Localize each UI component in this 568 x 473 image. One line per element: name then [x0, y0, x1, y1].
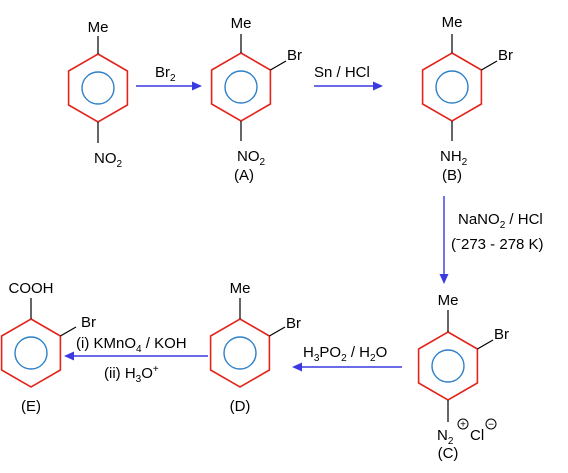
bromo-label: Br: [287, 47, 302, 64]
methyl-label: Me: [231, 15, 252, 32]
reagent-sodium-nitrite: NaNO2 / HCl: [458, 211, 543, 231]
aromatic-circle: [431, 349, 465, 383]
reagent-acid-workup: (ii) H3O+: [104, 364, 159, 385]
benzene-ring: [0, 318, 62, 388]
benzene-ring: [421, 52, 483, 122]
reagent-tin-hcl: Sn / HCl: [314, 64, 370, 81]
negative-charge-sign: −: [488, 420, 494, 431]
methyl-label: Me: [230, 280, 251, 297]
reagent-permanganate: (i) KMnO4 / KOH: [76, 335, 187, 355]
carboxyl-label: COOH: [9, 280, 54, 297]
reaction-temperature: (ˉ273 - 278 K): [451, 236, 544, 253]
compound-label-E: (E): [21, 398, 41, 415]
aromatic-circle: [224, 70, 258, 104]
aromatic-circle: [223, 336, 257, 370]
benzene-ring: [67, 53, 129, 123]
methyl-label: Me: [442, 14, 463, 31]
reagent-bromine: Br2: [155, 64, 176, 84]
bromo-label: Br: [286, 315, 301, 332]
diazonium-label: N2: [437, 427, 454, 447]
positive-charge: [457, 418, 469, 430]
arrow-step-2: Sn / HCl: [314, 64, 383, 91]
chloride-label: Cl: [470, 427, 484, 444]
benzene-ring: [417, 331, 479, 401]
aromatic-circle: [435, 70, 469, 104]
nitro-label: NO2: [237, 148, 266, 168]
bromo-label: Br: [494, 326, 509, 343]
arrow-step-1: Br2: [136, 64, 202, 91]
aromatic-circle: [81, 71, 115, 105]
compound-label-D: (D): [230, 398, 251, 415]
bromo-label: Br: [81, 314, 96, 331]
arrow-step-4: H3PO2 / H2O: [292, 344, 402, 372]
molecule-B: Me Br NH2 (B): [421, 14, 513, 184]
positive-charge-sign: +: [460, 420, 466, 431]
compound-label-A: (A): [234, 167, 254, 184]
compound-label-B: (B): [442, 167, 462, 184]
negative-charge: [485, 418, 497, 430]
molecule-D: Me Br (D): [209, 280, 301, 415]
molecule-C: Me Br N2 + Cl − (C): [417, 292, 509, 462]
amino-label: NH2: [440, 148, 468, 168]
molecule-E: COOH Br (E): [0, 280, 96, 415]
nitro-label: NO2: [94, 150, 123, 170]
reagent-hypophosphorous-acid: H3PO2 / H2O: [303, 344, 387, 364]
arrow-step-3: NaNO2 / HCl (ˉ273 - 278 K): [439, 196, 544, 284]
bromo-label: Br: [498, 47, 513, 64]
benzene-ring: [209, 318, 271, 388]
methyl-label: Me: [88, 19, 109, 36]
arrow-step-5: (i) KMnO4 / KOH (ii) H3O+: [64, 335, 208, 385]
molecule-A: Me Br NO2 (A): [210, 15, 302, 184]
benzene-ring: [210, 52, 272, 122]
compound-label-C: (C): [438, 445, 459, 462]
molecule-p-nitrotoluene: Me NO2: [67, 19, 129, 170]
aromatic-circle: [14, 336, 48, 370]
methyl-label: Me: [438, 292, 459, 309]
